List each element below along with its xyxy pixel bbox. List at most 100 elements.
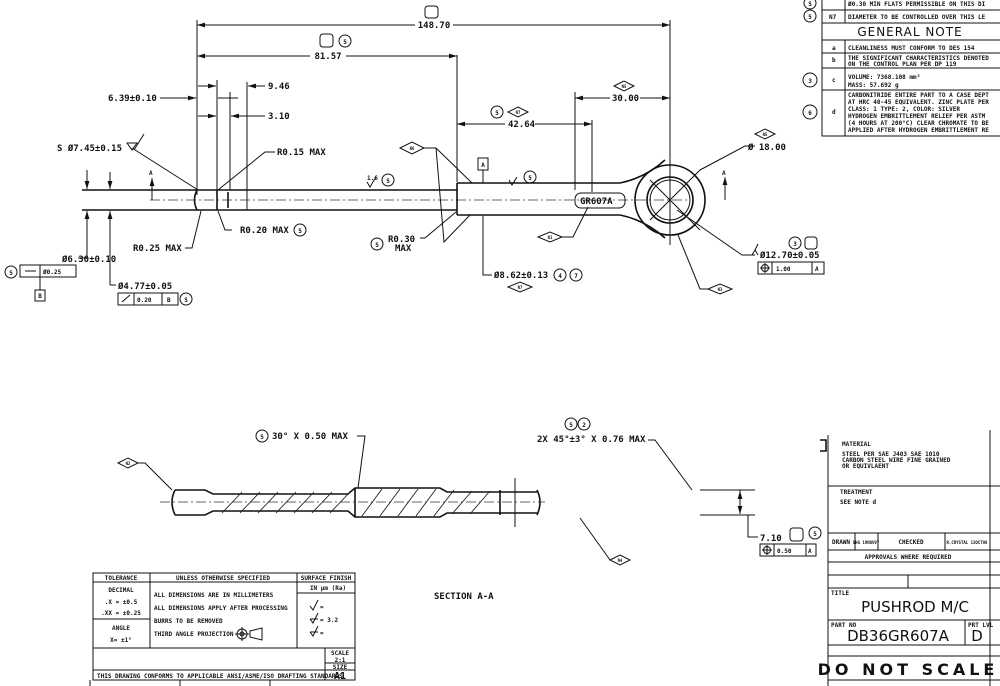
svg-text:N6: N6 xyxy=(410,146,415,151)
svg-text:N5: N5 xyxy=(763,132,768,137)
fcf-datum: A xyxy=(815,266,819,273)
tol-note: ALL DIMENSIONS APPLY AFTER PROCESSING xyxy=(154,605,288,612)
svg-text:N4: N4 xyxy=(618,558,623,563)
dim-639: 6.39±0.10 xyxy=(108,94,157,104)
finish-val: = 3.2 xyxy=(320,617,338,624)
dim-310: 3.10 xyxy=(268,112,290,122)
dim-630: Ø6.30±0.10 xyxy=(61,254,116,265)
profile-symbol-icon xyxy=(319,33,334,48)
chamfer-note-2: 2X 45°±3° X 0.76 MAX xyxy=(537,435,646,445)
third-angle-projection-icon xyxy=(235,627,263,641)
profile-symbol-icon xyxy=(424,5,439,19)
flag-n5: N5 xyxy=(612,80,636,92)
part-no-label: PART NO xyxy=(831,622,857,629)
note-key: d xyxy=(832,109,836,116)
size-label: SIZE xyxy=(333,664,348,671)
note-key: b xyxy=(832,57,836,64)
r025-note: R0.25 MAX xyxy=(133,244,182,254)
dim-862: Ø8.62±0.13 xyxy=(493,270,548,281)
balloon: 5 xyxy=(808,14,812,21)
angle-label: ANGLE xyxy=(112,625,130,632)
section-title: SECTION A-A xyxy=(434,592,494,602)
flag-n6: N6 xyxy=(398,141,426,155)
note-key: a xyxy=(832,45,836,52)
checked-by: R.CRYSTAL 13OCT98 xyxy=(947,540,989,545)
dim-overall-length: 148.70 xyxy=(418,21,451,31)
note-c: VOLUME: 7368.108 mm³ xyxy=(848,74,920,81)
note-c: MASS: 57.692 g xyxy=(848,82,899,89)
balloon: 5 xyxy=(260,434,264,441)
balloon: 5 xyxy=(528,175,532,182)
dim-710: 7.10 xyxy=(760,534,782,544)
eye-outer xyxy=(634,164,706,236)
finish-val: = xyxy=(320,604,324,611)
r030-max: MAX xyxy=(395,244,412,254)
datum-a-label: A xyxy=(481,162,485,169)
part-marking: GR607A xyxy=(580,197,613,207)
treatment-value: SEE NOTE d xyxy=(840,499,877,506)
fcf-runout xyxy=(117,292,179,306)
treatment-label: TREATMENT xyxy=(840,489,873,496)
note-d: HYDROGEN EMBRITTLEMENT RELIEF PER ASTM xyxy=(848,113,986,120)
finish-value: 1.6 xyxy=(367,175,378,182)
drawn-label: DRAWN xyxy=(832,539,850,546)
notes-title: GENERAL NOTE xyxy=(857,25,962,39)
dim-dia18: Ø 18.00 xyxy=(747,142,786,153)
tolerance-block: TOLERANCE DECIMAL .X = ±0.5 .XX = ±0.25 … xyxy=(89,572,356,686)
note-n7-label: N7 xyxy=(829,14,837,21)
material-line: OR EQUIVLAENT xyxy=(842,463,889,470)
section-hatching xyxy=(221,488,491,517)
fcf-datum: A xyxy=(808,548,812,555)
r020-note: R0.20 MAX xyxy=(240,226,289,236)
balloon: 5 xyxy=(184,297,188,304)
flag-n4: N4 xyxy=(608,554,632,566)
section-marker-left: A xyxy=(149,170,153,177)
checked-label: CHECKED xyxy=(898,539,924,546)
svg-text:N7: N7 xyxy=(516,110,521,115)
note-n7: DIAMETER TO BE CONTROLLED OVER THIS LE xyxy=(848,14,986,21)
tol-x2: .XX = ±0.25 xyxy=(101,610,141,617)
dim-30: 30.00 xyxy=(612,94,639,104)
standards-note: THIS DRAWING CONFORMS TO APPLICABLE ANSI… xyxy=(97,673,343,680)
scale-value: 2:1 xyxy=(335,657,346,664)
material-line: STEEL PER SAE J403 SAE 1010 xyxy=(842,451,940,458)
balloon: 5 xyxy=(9,270,13,277)
section-view: N2 5 30° X 0.50 MAX 5 2 2X 45°±3° X 0.76… xyxy=(116,417,822,602)
general-notes: 5 5 Ø0.30 MIN FLATS PERMISSIBLE ON THIS … xyxy=(802,0,1000,137)
tube-section xyxy=(456,182,620,216)
balloon: 4 xyxy=(558,273,562,280)
svg-text:N7: N7 xyxy=(518,285,523,290)
r030-note: R0.30 xyxy=(388,235,415,245)
balloon: 5 xyxy=(375,242,379,249)
note-d: APPLIED AFTER HYDROGEN EMBRITTLEMENT RE xyxy=(848,127,989,134)
drawn-by: SHG 19NOV97 xyxy=(853,540,880,545)
dim-sphere: S Ø7.45±0.15 xyxy=(57,143,122,154)
flag-n3: N3 xyxy=(706,283,734,295)
note-d: AT HRC 40-45 EQUIVALENT. ZINC PLATE PER xyxy=(848,99,989,106)
balloon: 6 xyxy=(808,110,812,117)
drawing-title: PUSHROD M/C xyxy=(861,598,969,616)
chamfer-note-1: 30° X 0.50 MAX xyxy=(272,432,348,442)
balloon: 3 xyxy=(808,78,812,85)
tol-note: BURRS TO BE REMOVED xyxy=(154,618,223,625)
svg-text:N5: N5 xyxy=(622,84,627,89)
surface-finish-label: SURFACE FINISH xyxy=(301,575,352,582)
note-d: CARBONITRIDE ENTIRE PART TO A CASE DEPT xyxy=(848,92,989,99)
dim-477: Ø4.77±0.05 xyxy=(117,281,172,292)
note-key: c xyxy=(832,77,836,84)
flag-n7-bottom: N7 xyxy=(506,281,534,293)
tol-x1: .X = ±0.5 xyxy=(105,599,138,606)
approvals-label: APPROVALS WHERE REQUIRED xyxy=(865,554,952,561)
balloon: 5 xyxy=(495,110,499,117)
flag-n2: N2 xyxy=(116,457,140,469)
balloon: 7 xyxy=(574,273,578,280)
main-view: 148.70 5 81.57 6.39±0.10 9.46 3.10 S Ø7.… xyxy=(4,5,825,306)
angle-value: X= ±1° xyxy=(110,637,132,644)
size-value: A1 xyxy=(334,671,346,682)
profile-symbol-icon xyxy=(789,527,804,542)
profile-symbol-icon xyxy=(804,236,818,250)
fcf-datum: B xyxy=(167,297,171,304)
dim-81: 81.57 xyxy=(314,52,341,62)
title-block: MATERIAL STEEL PER SAE J403 SAE 1010 CAR… xyxy=(818,430,1000,686)
